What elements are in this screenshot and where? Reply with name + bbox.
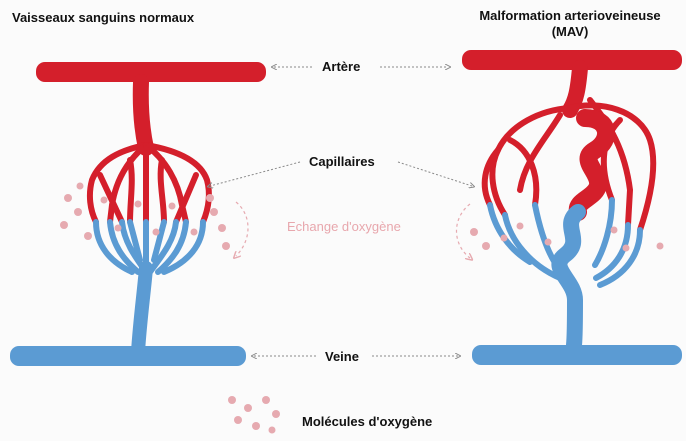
normal-arterial-capillaries — [90, 145, 209, 222]
title-avm-line1: Malformation arterioveineuse — [470, 8, 670, 24]
title-avm-line2: (MAV) — [470, 24, 670, 40]
title-avm: Malformation arterioveineuse (MAV) — [470, 8, 670, 40]
legend-oxygen-dots — [228, 396, 280, 434]
title-normal-vessels: Vaisseaux sanguins normaux — [12, 10, 194, 25]
normal-vessels — [10, 62, 266, 366]
avm-tortuous-vein — [559, 212, 578, 345]
normal-artery-bar — [36, 62, 266, 82]
avm-vessels — [462, 50, 682, 365]
normal-vein-trunk — [138, 268, 146, 352]
label-artere: Artère — [318, 59, 364, 74]
legend-molecules-oxygene: Molécules d'oxygène — [302, 414, 432, 429]
avm-artery-bar — [462, 50, 682, 70]
label-echange-oxygene: Echange d'oxygène — [283, 219, 405, 234]
avm-vein-bar — [472, 345, 682, 365]
normal-vein-bar — [10, 346, 246, 366]
label-capillaires: Capillaires — [305, 154, 379, 169]
normal-artery-trunk — [141, 82, 146, 148]
label-veine: Veine — [321, 349, 363, 364]
connector-arrows — [210, 67, 472, 356]
